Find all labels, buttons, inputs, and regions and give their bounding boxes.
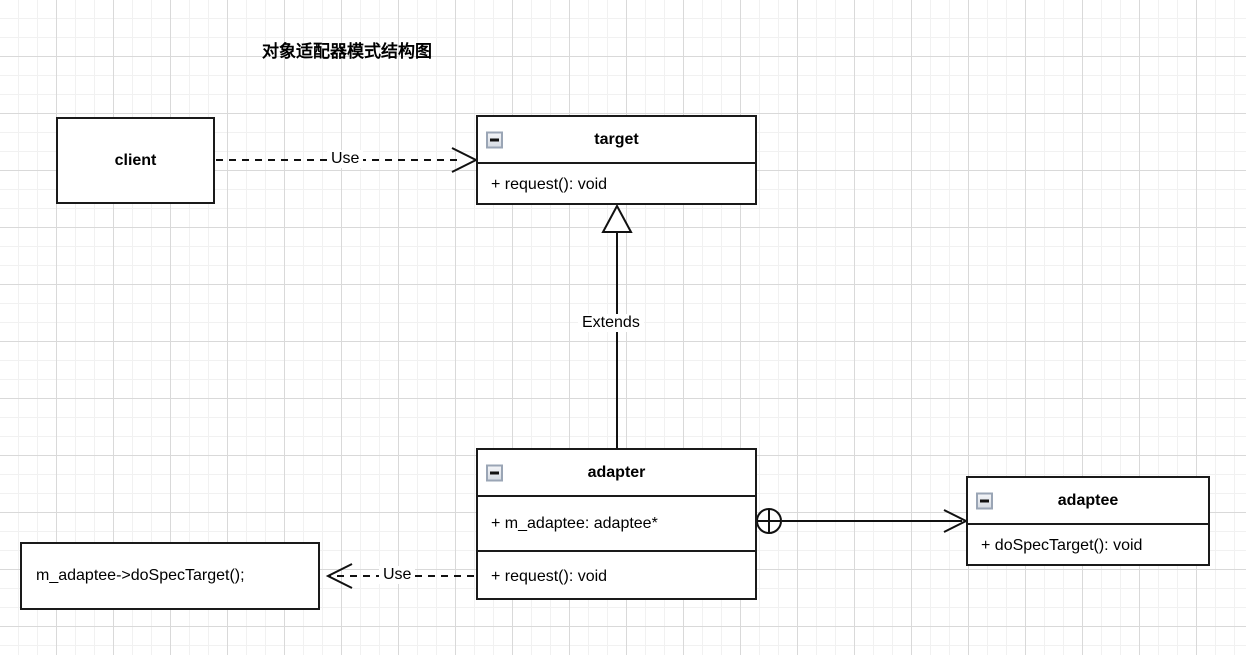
page-title: 对象适配器模式结构图	[262, 42, 432, 61]
node-target-member: + request(): void	[478, 162, 755, 205]
edge-label-use-note: Use	[379, 566, 416, 584]
node-adapter-attribute: + m_adaptee: adaptee*	[478, 495, 755, 550]
node-adaptee-member: + doSpecTarget(): void	[968, 523, 1208, 566]
node-note[interactable]: m_adaptee->doSpecTarget();	[20, 542, 320, 610]
node-adaptee-member-label: + doSpecTarget(): void	[981, 536, 1143, 554]
node-adapter-attribute-label: + m_adaptee: adaptee*	[491, 514, 658, 532]
node-adaptee-name: adaptee	[1057, 491, 1119, 509]
node-adapter-name: adapter	[587, 463, 646, 481]
node-adaptee[interactable]: adaptee + doSpecTarget(): void	[966, 476, 1210, 566]
edge-adapter-to-adaptee	[756, 508, 969, 534]
node-note-text: m_adaptee->doSpecTarget();	[36, 567, 245, 584]
node-adapter-method-label: + request(): void	[491, 568, 608, 585]
collapse-minus-icon[interactable]	[486, 131, 503, 148]
node-adaptee-header: adaptee	[968, 478, 1208, 523]
edge-label-extends: Extends	[578, 314, 644, 332]
node-client[interactable]: client	[56, 117, 215, 204]
node-target-header: target	[478, 117, 755, 162]
node-target-member-label: + request(): void	[491, 175, 608, 193]
node-target-name: target	[594, 130, 639, 148]
edge-label-use-client: Use	[327, 150, 364, 168]
node-adapter[interactable]: adapter + m_adaptee: adaptee* + request(…	[476, 448, 757, 600]
node-adapter-method: + request(): void	[478, 550, 755, 602]
node-client-label: client	[114, 151, 157, 169]
collapse-minus-icon[interactable]	[486, 464, 503, 481]
collapse-minus-icon[interactable]	[976, 492, 993, 509]
node-adapter-header: adapter	[478, 450, 755, 495]
node-target[interactable]: target + request(): void	[476, 115, 757, 205]
